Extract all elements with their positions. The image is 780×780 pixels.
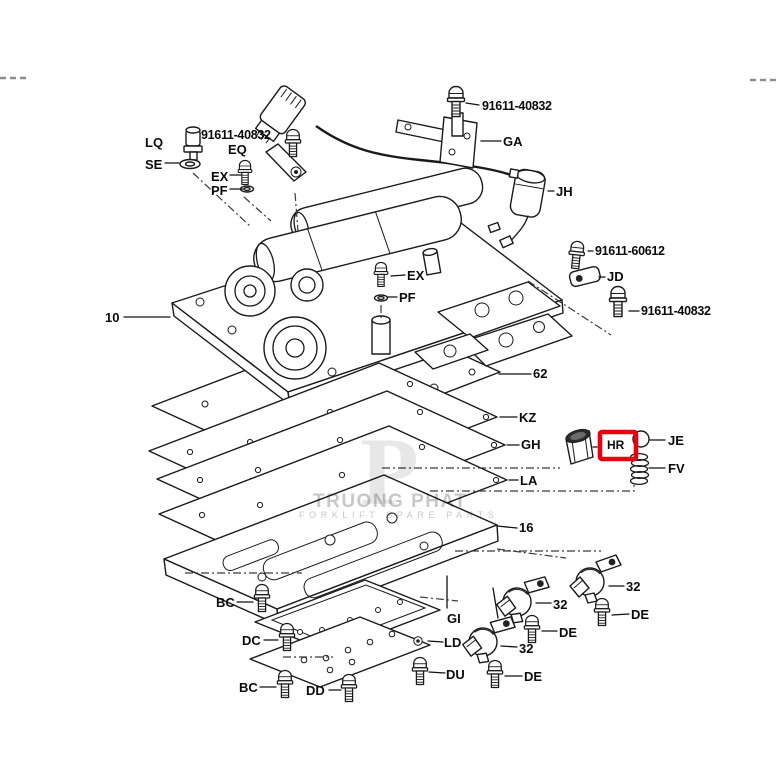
label-la: LA [520, 473, 538, 488]
watermark-subtitle: FORKLIFT SPARE PARTS [299, 510, 499, 520]
label-pf-left: PF [211, 183, 228, 198]
label-part-number-91611-40832-top-right: 91611-40832 [482, 99, 552, 113]
label-pf-mid: PF [399, 290, 416, 305]
label-ex-left: EX [211, 169, 229, 184]
washer-se-part [179, 158, 201, 170]
label-32-right: 32 [626, 579, 641, 594]
label-ld: LD [444, 635, 462, 650]
label-ga: GA [503, 134, 523, 149]
label-de-right: DE [631, 607, 650, 622]
label-body-10: 10 [105, 310, 120, 325]
filter-hr-part [565, 428, 594, 465]
valve-body-10 [171, 167, 573, 406]
label-de-left: DE [524, 669, 543, 684]
label-fv: FV [668, 461, 685, 476]
label-eq: EQ [228, 142, 247, 157]
label-32-mid: 32 [553, 597, 568, 612]
label-dc: DC [242, 633, 261, 648]
label-du: DU [446, 667, 465, 682]
watermark-logo: P [360, 418, 419, 525]
page-edge-dashes [0, 76, 780, 82]
leader-lines [123, 102, 666, 691]
wire-harness-connector [254, 85, 515, 178]
watermark-brand: TRUONG PHAT [313, 491, 468, 512]
label-kz: KZ [519, 410, 537, 425]
label-dd: DD [306, 683, 325, 698]
alignment-lines [185, 172, 635, 658]
highlight-box-hr [597, 429, 639, 462]
label-lq: LQ [145, 135, 164, 150]
label-bc-lower: BC [239, 680, 258, 695]
label-gi: GI [447, 611, 461, 626]
label-de-mid: DE [559, 625, 578, 640]
label-32-left: 32 [519, 641, 534, 656]
label-bc-upper: BC [216, 595, 235, 610]
label-body-16: 16 [519, 520, 534, 535]
plate-jd-part [568, 265, 601, 288]
label-hr-highlighted: HR [607, 438, 625, 452]
bracket-ga-part [395, 112, 478, 169]
sensor-lq-part [183, 126, 203, 161]
spring-fv-part [629, 452, 650, 486]
label-jh: JH [556, 184, 573, 199]
label-gasket-62: 62 [533, 366, 548, 381]
solenoid-jh-part [487, 168, 546, 249]
label-ex-mid: EX [407, 268, 425, 283]
label-je: JE [668, 433, 684, 448]
label-part-number-91611-40832-top-left: 91611-40832 [201, 128, 271, 142]
label-se: SE [145, 157, 163, 172]
label-part-number-91611-40832-right: 91611-40832 [641, 304, 711, 318]
label-part-number-91611-60612: 91611-60612 [595, 244, 665, 258]
plate-ld [249, 616, 431, 688]
label-jd: JD [607, 269, 624, 284]
washer-pf-mid-part [373, 294, 389, 302]
label-gh: GH [521, 437, 541, 452]
bracket-eq-part [265, 143, 307, 182]
